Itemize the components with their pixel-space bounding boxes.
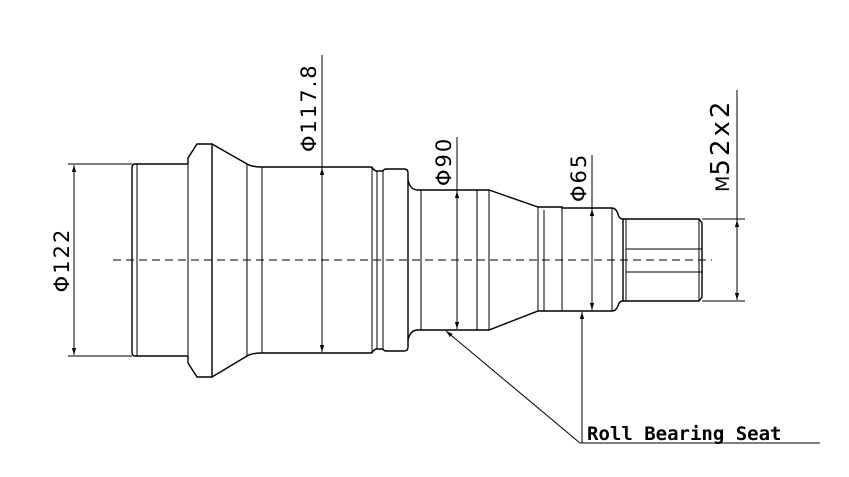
- thread-size: 52x2: [706, 99, 736, 176]
- thread-prefix: M: [712, 176, 734, 192]
- dimension-d65: Φ65: [567, 153, 595, 310]
- roll-bearing-seat-callout: Roll Bearing Seat: [445, 312, 820, 445]
- dimension-text-d117-8: Φ117.8: [297, 63, 321, 152]
- dimension-text-thread: M52x2: [706, 99, 736, 192]
- dimension-text-d90: Φ90: [432, 137, 456, 186]
- dimension-d122: Φ122: [50, 163, 132, 357]
- callout-label: Roll Bearing Seat: [587, 423, 781, 445]
- dimension-thread: M52x2: [702, 90, 745, 302]
- shaft-outline: [131, 143, 703, 378]
- dimension-d117-8: Φ117.8: [297, 55, 325, 352]
- dimension-text-d122: Φ122: [50, 228, 74, 293]
- dimension-d90: Φ90: [432, 137, 460, 329]
- dimension-text-d65: Φ65: [567, 153, 591, 202]
